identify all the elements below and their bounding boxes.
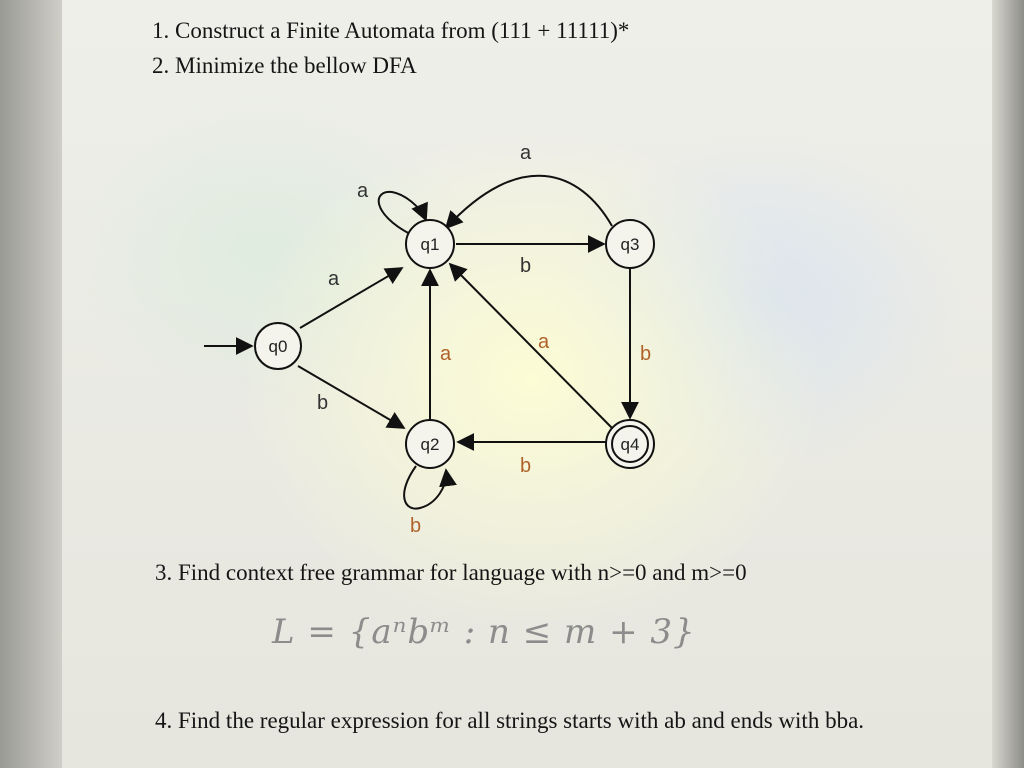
paper-sheet — [62, 0, 992, 768]
edge-q4-q1 — [448, 262, 613, 429]
svg-text:q3: q3 — [621, 235, 640, 254]
edge-q3-q1 — [444, 174, 613, 230]
label-q1-q3: b — [520, 255, 531, 277]
question-3: 3. Find context free grammar for languag… — [155, 560, 747, 585]
edge-q0-q1 — [299, 267, 404, 329]
edge-q0-q2 — [297, 365, 406, 429]
edge-q2-q2 — [403, 465, 457, 510]
svg-text:q0: q0 — [269, 337, 288, 356]
state-q2: q2 — [405, 419, 455, 469]
svg-text:q2: q2 — [421, 435, 440, 454]
state-q1: q1 — [405, 219, 455, 269]
left-edge-shadow — [0, 0, 62, 768]
label-q1-q1: a — [357, 180, 369, 202]
label-q0-q1: a — [328, 268, 340, 290]
state-q0: q0 — [254, 322, 302, 370]
label-q3-q1: a — [520, 142, 532, 164]
right-edge-shadow — [992, 0, 1024, 768]
label-q4-q1: a — [538, 331, 550, 353]
label-q2-q1: a — [440, 343, 452, 365]
question-4: 4. Find the regular expression for all s… — [155, 708, 865, 733]
svg-text:q1: q1 — [421, 235, 440, 254]
label-q3-q4: b — [640, 343, 651, 365]
question-2: 2. Minimize the bellow DFA — [152, 53, 417, 78]
state-q4: q4 — [605, 419, 655, 469]
label-q4-q2: b — [520, 455, 531, 477]
svg-text:q4: q4 — [621, 435, 640, 454]
question-1: 1. Construct a Finite Automata from (111… — [152, 18, 630, 43]
label-q2-q2: b — [410, 515, 421, 537]
label-q0-q2: b — [317, 392, 328, 414]
edge-q1-q1 — [377, 190, 428, 235]
state-q3: q3 — [605, 219, 655, 269]
language-formula: L = {aⁿbᵐ : n ≤ m + 3} — [272, 612, 696, 652]
